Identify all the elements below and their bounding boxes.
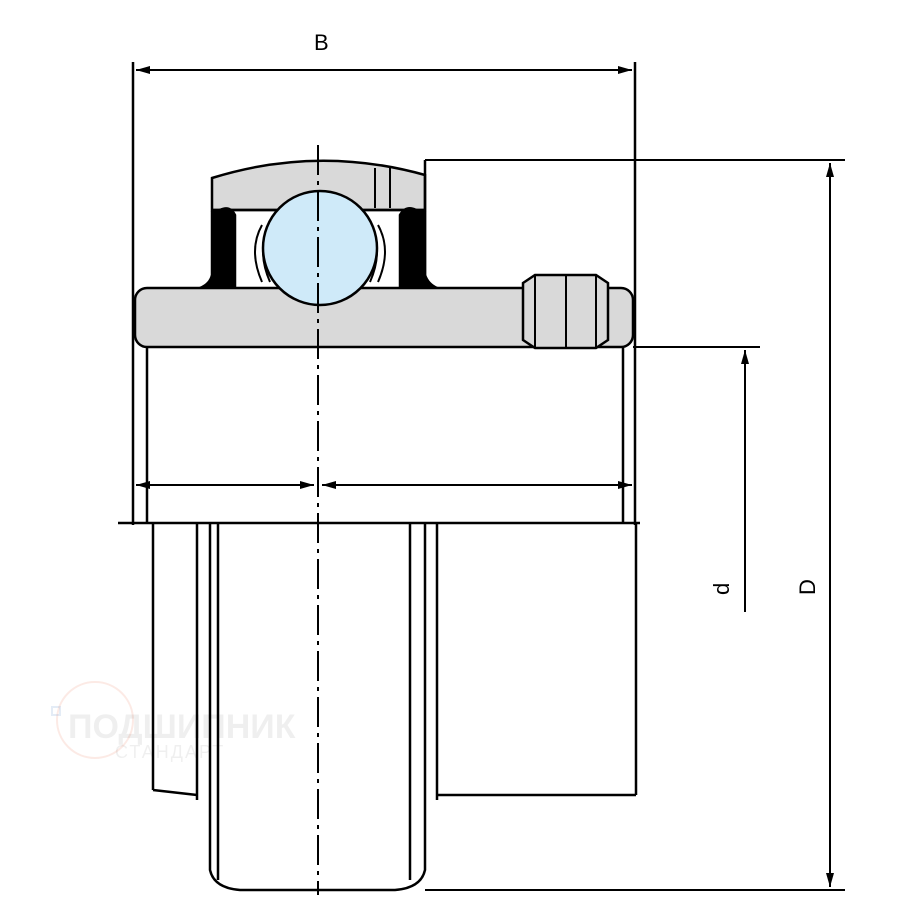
- inner-ring: [133, 286, 635, 349]
- set-screw: [521, 273, 610, 350]
- seal-left: [199, 207, 237, 290]
- watermark-logo: [51, 681, 134, 759]
- outer-ring: [210, 159, 427, 212]
- inner-ring-extension: [151, 523, 638, 892]
- label-b: B: [314, 30, 329, 55]
- seal-right: [398, 207, 438, 290]
- label-d-bore: d: [709, 583, 734, 595]
- watermark-subtext: СТАНДАРТ: [115, 742, 225, 762]
- watermark-text: ПОДШИПНИК: [68, 708, 296, 746]
- label-d-outer: D: [795, 579, 820, 595]
- ball: [261, 189, 379, 307]
